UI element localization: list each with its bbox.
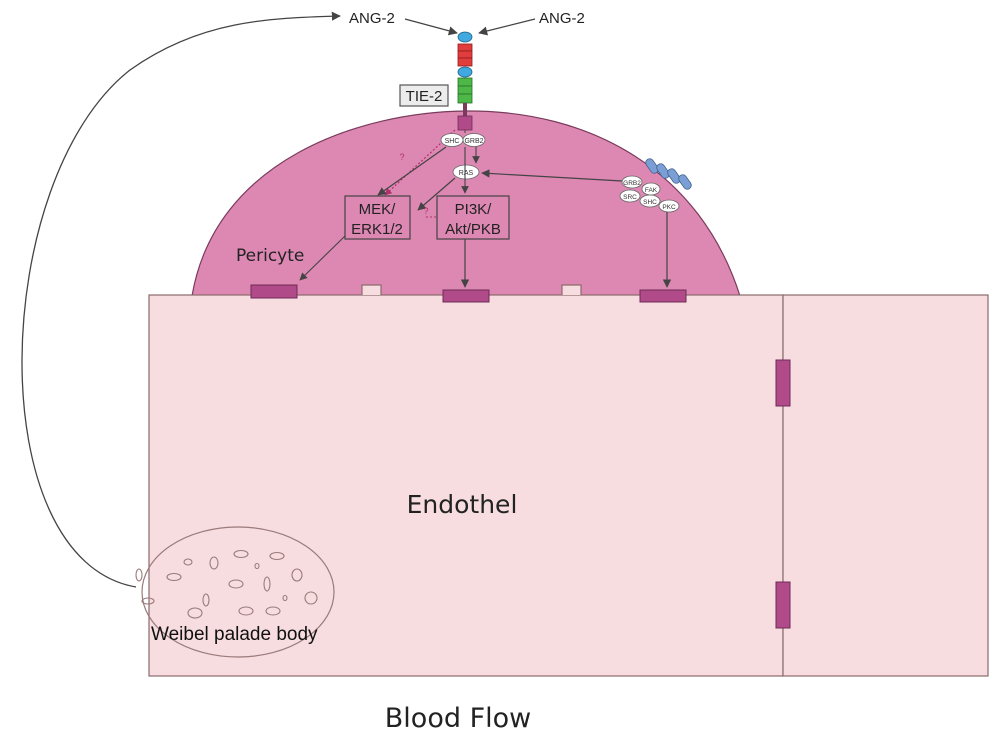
unknown-marker-1: ? <box>399 152 404 162</box>
pkc-label: PKC <box>662 204 676 211</box>
membrane-notch <box>361 284 382 295</box>
pi3k-akt-label-line1: PI3K/ <box>455 201 493 218</box>
integrin-receptors <box>645 158 692 190</box>
src-node <box>619 189 641 203</box>
endothel-label: Endothel <box>407 490 518 519</box>
ang2-binding-arrow-left <box>404 18 458 36</box>
integrin-to-ras-arrow <box>481 169 623 182</box>
grb2-label-integrin: GRB2 <box>623 180 641 187</box>
ras-node <box>452 164 480 180</box>
src-label: SRC <box>623 194 637 201</box>
ras-to-mek-arrow <box>417 177 456 211</box>
endothelial-cell-adjacent <box>782 294 989 677</box>
grb2-node-integrin <box>621 175 643 189</box>
weibel-granules <box>135 549 318 619</box>
junction-protein <box>442 289 490 303</box>
ang2-label-left: ANG-2 <box>349 10 395 27</box>
pi3k-akt-label-line2: Akt/PKB <box>445 221 501 238</box>
junction-protein <box>775 581 791 629</box>
grb2-node <box>462 133 486 147</box>
blood-flow-label: Blood Flow <box>385 703 531 734</box>
tie2-label: TIE-2 <box>406 88 443 105</box>
shc-label: SHC <box>445 138 460 145</box>
ras-label: RAS <box>459 170 474 177</box>
junction-protein <box>250 284 298 299</box>
fak-label: FAK <box>645 187 658 194</box>
weibel-palade-body <box>141 526 335 658</box>
endothelial-cell-main <box>148 294 784 677</box>
pericyte-pointer <box>299 235 346 281</box>
membrane-notch <box>561 284 582 295</box>
shc-node-integrin <box>639 194 661 208</box>
junction-protein <box>639 289 687 303</box>
shc-to-mek-arrow <box>377 146 447 196</box>
mek-erk-box <box>344 195 411 240</box>
ang2-binding-arrow-right <box>478 18 536 36</box>
pi3k-akt-box <box>436 195 510 240</box>
unknown-marker-2: ? <box>423 206 428 216</box>
pkc-node <box>658 199 680 213</box>
secretion-arrow <box>21 11 341 588</box>
shc-label-integrin: SHC <box>643 199 657 206</box>
weibel-label: Weibel palade body <box>151 624 318 645</box>
ang2-label-right: ANG-2 <box>539 10 585 27</box>
tie2-label-box <box>399 84 449 107</box>
grb2-label: GRB2 <box>464 138 483 145</box>
mek-erk-label-line2: ERK1/2 <box>351 221 403 238</box>
mek-erk-label-line1: MEK/ <box>359 201 397 218</box>
pericyte-label: Pericyte <box>236 246 304 266</box>
junction-protein <box>775 359 791 407</box>
